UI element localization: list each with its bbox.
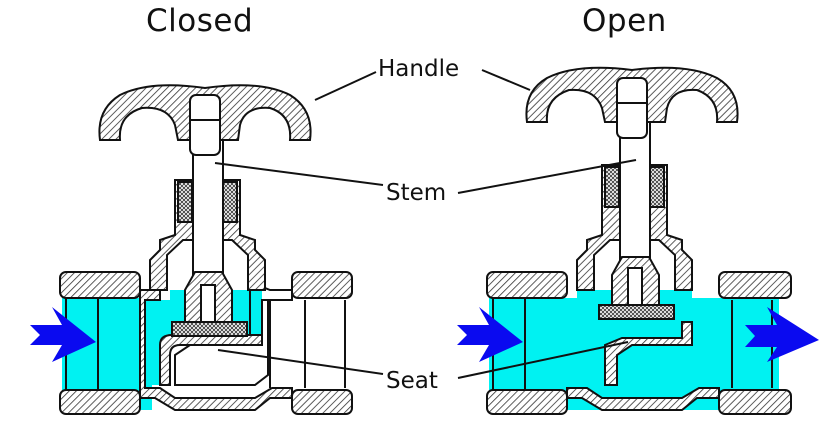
- closed-title: Closed: [146, 3, 254, 39]
- outlet-flow-arrow: [745, 307, 819, 362]
- packing-right: [222, 181, 238, 223]
- closed-valve: [30, 84, 353, 415]
- stem: [192, 139, 224, 281]
- seat-label: Seat: [386, 368, 438, 394]
- left-nut-top: [59, 271, 141, 299]
- packing-left: [177, 181, 193, 223]
- inlet-flow-arrow: [457, 307, 523, 362]
- right-nut-top: [291, 271, 353, 299]
- valve-body-lower: [139, 289, 293, 411]
- right-nut-bottom: [291, 389, 353, 415]
- open-title: Open: [582, 3, 667, 39]
- left-nut-bottom: [59, 389, 141, 415]
- stem-top: [189, 94, 221, 156]
- leader-lines: [214, 69, 637, 379]
- disc: [171, 321, 248, 337]
- stem-label: Stem: [386, 180, 447, 206]
- open-valve: [457, 66, 819, 415]
- inlet-flow-arrow: [30, 307, 96, 362]
- disc-raised: [598, 304, 675, 320]
- seat-wall: [604, 321, 693, 386]
- handle-label: Handle: [378, 56, 460, 82]
